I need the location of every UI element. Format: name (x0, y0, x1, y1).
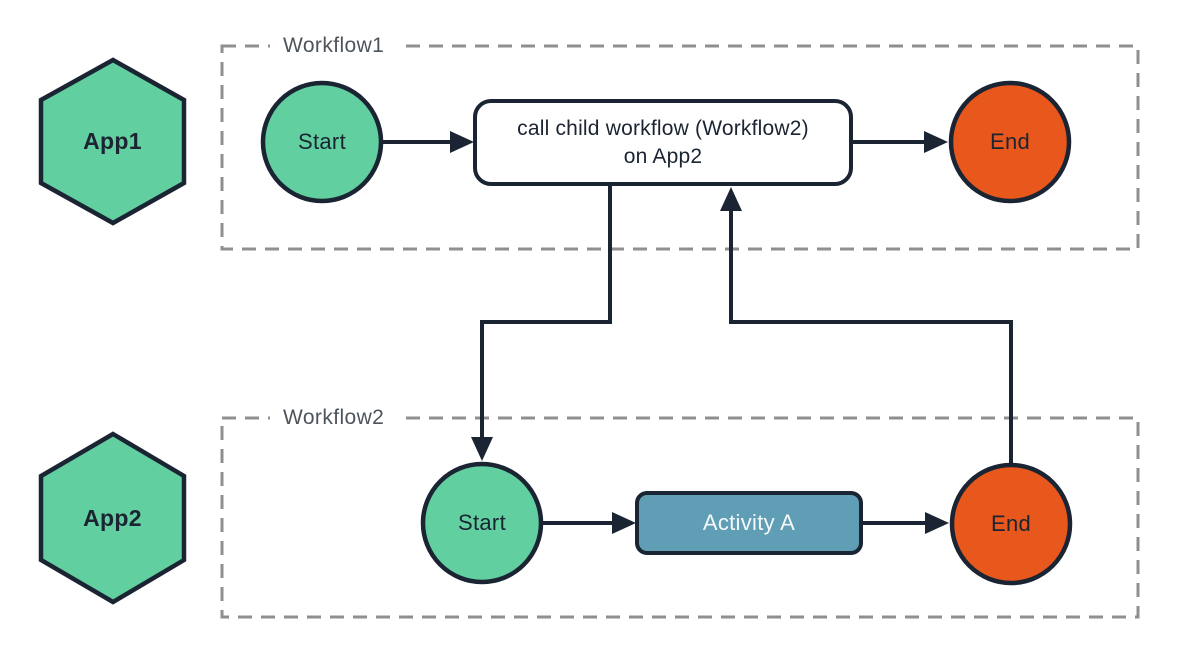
arrowhead-w2-start-to-activity (612, 512, 636, 534)
arrowhead-w2-end-to-call (720, 187, 742, 211)
workflow2-frame-label: Workflow2 (270, 405, 398, 431)
app2-hexagon (38, 431, 187, 605)
activity-a-node (635, 491, 863, 555)
workflow1-end-node (948, 80, 1072, 204)
call-child-workflow-line2: on App2 (623, 144, 703, 168)
arrowhead-call-to-w2-start (471, 437, 493, 461)
call-child-workflow-line1: call child workflow (Workflow2) (517, 116, 809, 140)
workflow1-start-node (260, 80, 384, 204)
arrow-w2-end-to-call (729, 209, 1013, 464)
workflow1-frame (220, 44, 1140, 251)
arrowhead-w1-start-to-call (450, 131, 474, 153)
call-child-workflow-label: call child workflow (Workflow2) on App2 (475, 101, 851, 184)
arrowhead-call-to-w1-end (924, 131, 948, 153)
app1-hexagon (38, 57, 187, 226)
workflow1-frame-label: Workflow1 (270, 33, 398, 59)
arrowhead-activity-to-w2-end (925, 512, 949, 534)
arrow-call-to-w2-start (480, 184, 612, 439)
workflow2-end-node (949, 462, 1073, 586)
workflow2-start-node (420, 461, 544, 585)
workflow2-frame (220, 416, 1140, 619)
